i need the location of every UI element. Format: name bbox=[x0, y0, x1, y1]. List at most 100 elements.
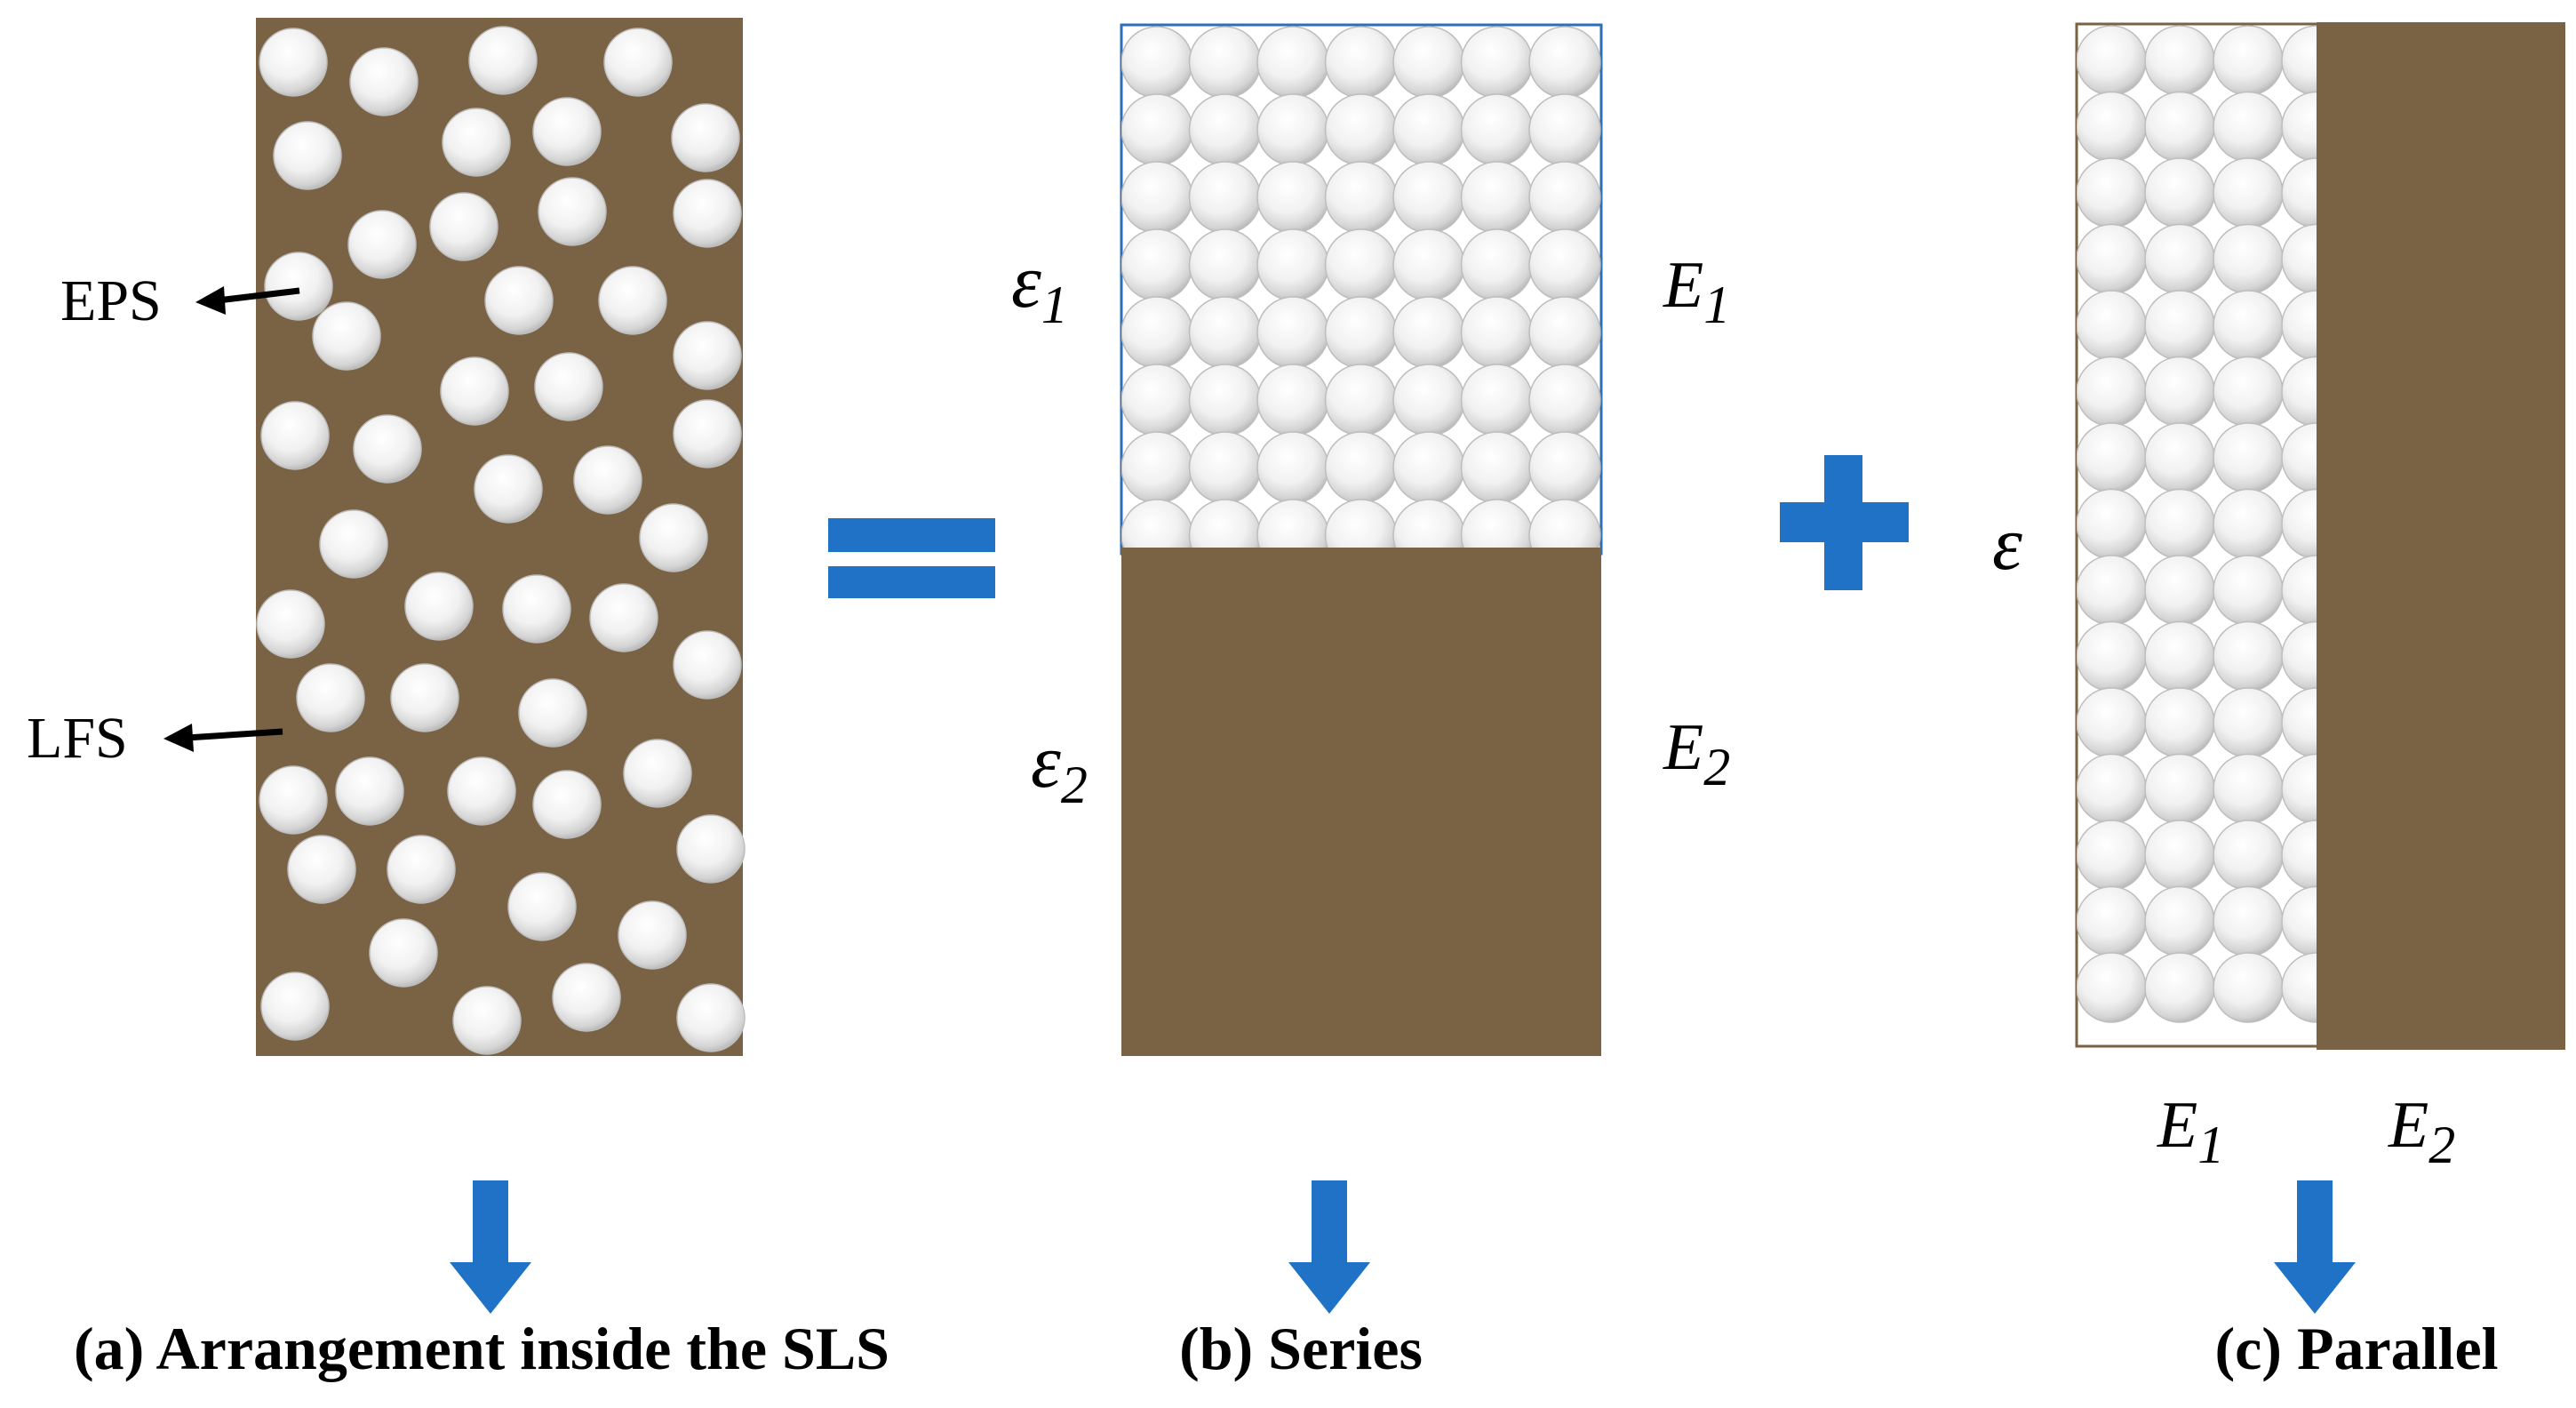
eps-bead bbox=[1256, 26, 1329, 99]
eps-bead bbox=[2077, 223, 2147, 295]
eps-bead bbox=[484, 266, 554, 335]
eps-bead bbox=[1256, 296, 1329, 369]
modulus-bottom-label: E2 bbox=[1663, 711, 1730, 796]
eps-bead bbox=[2077, 820, 2147, 891]
eps-bead bbox=[1188, 364, 1262, 436]
eps-bead bbox=[1528, 431, 1601, 504]
strain-bottom-label: ε2 bbox=[1031, 718, 1088, 814]
eps-bead bbox=[2144, 290, 2215, 361]
eps-bead bbox=[534, 352, 603, 421]
eps-bead bbox=[518, 678, 587, 748]
eps-bead bbox=[2213, 290, 2284, 361]
eps-bead bbox=[1324, 26, 1398, 99]
eps-bead bbox=[1121, 161, 1193, 234]
eps-bead bbox=[673, 179, 742, 248]
eps-bead bbox=[2144, 25, 2215, 96]
caption-c: (c) Parallel bbox=[2214, 1315, 2498, 1382]
eps-bead bbox=[1256, 228, 1329, 301]
eps-bead bbox=[618, 900, 687, 970]
eps-bead bbox=[589, 583, 658, 652]
eps-bead bbox=[603, 28, 673, 97]
panel-c: ε E1 E2 bbox=[1992, 22, 2565, 1174]
down-arrow-icon bbox=[2274, 1180, 2356, 1314]
eps-bead bbox=[1324, 364, 1398, 436]
eps-bead bbox=[1188, 296, 1262, 369]
eps-bead bbox=[1528, 499, 1601, 554]
eps-bead bbox=[347, 210, 417, 279]
eps-bead bbox=[312, 301, 381, 371]
eps-bead bbox=[369, 918, 438, 988]
eps-bead bbox=[2077, 422, 2147, 493]
eps-bead bbox=[349, 47, 419, 116]
arrows bbox=[450, 1180, 2356, 1314]
equals-icon bbox=[828, 518, 995, 598]
eps-bead bbox=[256, 589, 325, 659]
eps-bead bbox=[1121, 431, 1193, 504]
eps-bead bbox=[452, 986, 522, 1055]
eps-bead bbox=[1528, 364, 1601, 436]
eps-bead bbox=[1528, 296, 1601, 369]
eps-bead bbox=[1392, 161, 1465, 234]
eps-beads-column bbox=[2077, 25, 2325, 1023]
eps-bead bbox=[673, 321, 742, 390]
eps-bead bbox=[2213, 223, 2284, 295]
eps-bead bbox=[259, 765, 328, 835]
eps-bead bbox=[507, 872, 577, 941]
eps-bead bbox=[2213, 620, 2284, 692]
eps-bead bbox=[2213, 952, 2284, 1023]
eps-bead bbox=[532, 97, 602, 166]
eps-bead bbox=[2144, 620, 2215, 692]
eps-bead bbox=[1528, 228, 1601, 301]
eps-bead bbox=[1324, 93, 1398, 166]
lfs-pointer: LFS bbox=[27, 706, 283, 771]
eps-bead bbox=[2077, 157, 2147, 228]
eps-bead bbox=[1256, 93, 1329, 166]
eps-label: EPS bbox=[60, 268, 162, 333]
eps-bead bbox=[2077, 753, 2147, 825]
eps-bead bbox=[2077, 25, 2147, 96]
eps-bead bbox=[2077, 952, 2147, 1023]
eps-bead bbox=[1256, 161, 1329, 234]
eps-bead bbox=[2213, 356, 2284, 428]
eps-bead bbox=[1392, 431, 1465, 504]
lfs-label: LFS bbox=[27, 706, 128, 771]
eps-bead bbox=[1121, 364, 1193, 436]
eps-bead bbox=[260, 401, 330, 470]
eps-bead bbox=[429, 192, 498, 261]
eps-bead bbox=[1392, 364, 1465, 436]
eps-bead bbox=[2144, 555, 2215, 626]
eps-bead bbox=[623, 739, 692, 808]
eps-bead bbox=[1528, 161, 1601, 234]
eps-beads-packed bbox=[1121, 26, 1601, 554]
eps-bead bbox=[440, 356, 509, 426]
eps-bead bbox=[538, 177, 607, 246]
eps-bead bbox=[1121, 26, 1193, 99]
eps-bead bbox=[264, 252, 333, 321]
eps-pointer: EPS bbox=[60, 268, 300, 333]
eps-bead bbox=[2144, 488, 2215, 560]
eps-bead bbox=[390, 663, 459, 732]
eps-bead bbox=[2077, 687, 2147, 758]
eps-bead bbox=[1392, 26, 1465, 99]
lfs-arrowhead bbox=[163, 724, 194, 752]
down-arrow-icon bbox=[450, 1180, 531, 1314]
eps-bead bbox=[1188, 161, 1262, 234]
panel-a: EPS LFS bbox=[27, 18, 746, 1056]
eps-bead bbox=[287, 835, 356, 904]
plus-icon bbox=[1780, 455, 1909, 590]
eps-bead bbox=[2213, 555, 2284, 626]
eps-bead bbox=[2077, 290, 2147, 361]
down-arrow-icon bbox=[1288, 1180, 1370, 1314]
caption-b: (b) Series bbox=[1179, 1315, 1423, 1382]
eps-bead bbox=[2213, 91, 2284, 163]
eps-bead bbox=[1460, 161, 1534, 234]
eps-bead bbox=[2213, 820, 2284, 891]
eps-bead bbox=[1188, 431, 1262, 504]
eps-bead bbox=[639, 503, 708, 572]
eps-bead bbox=[2144, 157, 2215, 228]
eps-bead bbox=[532, 770, 602, 839]
eps-bead bbox=[1324, 296, 1398, 369]
eps-bead bbox=[1392, 93, 1465, 166]
modulus-right-label: E2 bbox=[2388, 1089, 2455, 1174]
eps-bead bbox=[353, 414, 422, 484]
